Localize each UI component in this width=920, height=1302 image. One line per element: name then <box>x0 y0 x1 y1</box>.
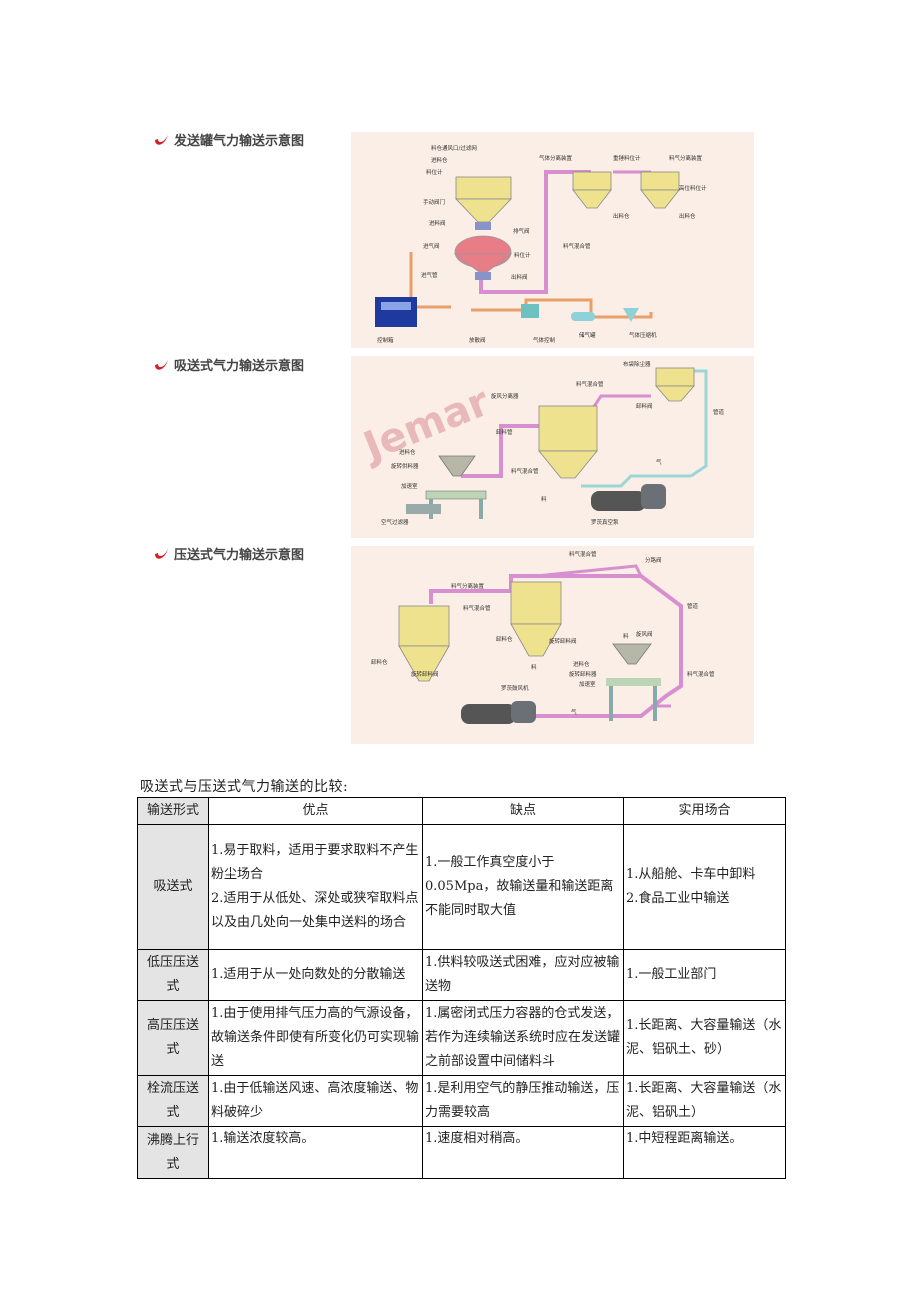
diagram-label: 料气分离装置 <box>451 582 485 590</box>
diagram-label: 料位计 <box>426 168 443 176</box>
comparison-table: 输送形式 优点 缺点 实用场合 吸送式 1.易于取料，适用于要求取料不产生粉尘场… <box>137 797 786 1179</box>
diagram-label: 出料仓 <box>679 212 696 220</box>
table-row: 沸腾上行式 1.输送浓度较高。 1.速度相对稍高。 1.中短程距离输送。 <box>137 1126 786 1179</box>
diagram-label: 气体分离装置 <box>539 154 573 162</box>
diagram-label: 气 <box>571 708 577 716</box>
brand-swoosh-icon <box>155 360 168 370</box>
row-cons: 1.属密闭式压力容器的仓式发送，若作为连续输送系统时应在发送罐之前部设置中间储料… <box>422 1000 624 1076</box>
row-use: 1.长距离、大容量输送（水泥、铝矾土、砂） <box>623 1000 786 1076</box>
row-cons: 1.是利用空气的静压推动输送，压力需要较高 <box>422 1075 624 1127</box>
diagram-label: 料 <box>531 663 537 671</box>
diagram-label: 料位计 <box>514 251 531 259</box>
diagram-label: 管道 <box>713 408 725 416</box>
row-cons: 1.速度相对稍高。 <box>422 1126 624 1179</box>
diagram-label: 分路阀 <box>645 556 662 564</box>
diagram-label: 旋转卸料阀 <box>549 637 577 645</box>
row-kind: 低压压送式 <box>137 949 209 1001</box>
row-use: 1.中短程距离输送。 <box>623 1126 786 1179</box>
diagram-label: 加速室 <box>401 482 418 490</box>
diagram-label: 料气混合管 <box>569 550 597 558</box>
diagram-label: 料 <box>623 632 629 640</box>
row-kind: 吸送式 <box>137 824 209 950</box>
diagram-pressure-tank: 料仓通风口/过滤网 进料仓 料位计 手动阀门 进料阀 进气阀 进气管 排气阀 料… <box>351 132 754 348</box>
diagram-label: 高位料位计 <box>679 184 707 192</box>
row-use: 1.一般工业部门 <box>623 949 786 1001</box>
section-title-text: 吸送式气力输送示意图 <box>174 358 305 374</box>
diagram-label: 出料仓 <box>613 212 630 220</box>
diagram-label: 料 <box>541 495 547 503</box>
diagram-label: 气 <box>656 458 662 466</box>
diagram-label: 料气分离装置 <box>669 154 703 162</box>
table-row: 低压压送式 1.适用于从一处向数处的分散输送 1.供料较吸送式困难，应对应被输送… <box>137 949 786 1001</box>
diagram-label: 旋转供料器 <box>391 462 419 470</box>
diagram-label: 进料阀 <box>429 219 446 227</box>
diagram-label: 排气阀 <box>513 227 530 235</box>
diagram-label: 料气混合管 <box>463 604 491 612</box>
row-cons: 1.供料较吸送式困难，应对应被输送物 <box>422 949 624 1001</box>
diagram-label: 进气阀 <box>423 242 440 250</box>
row-pros: 1.适用于从一处向数处的分散输送 <box>208 949 423 1001</box>
diagram-suction: Jemar 布袋除尘器 料气混合管 旋风分离器 卸料阀 管道 卸料管 进料仓 旋… <box>351 356 754 538</box>
header-cons: 缺点 <box>422 797 624 825</box>
diagram-label: 气体压缩机 <box>629 331 657 339</box>
brand-swoosh-icon <box>155 549 168 559</box>
diagram-label: 旋风分离器 <box>491 392 519 400</box>
row-pros: 1.由于低输送风速、高浓度输送、物料破碎少 <box>208 1075 423 1127</box>
section-title-pressure: 压送式气力输送示意图 <box>152 542 304 564</box>
table-caption: 吸送式与压送式气力输送的比较: <box>140 779 349 795</box>
diagram-label: 卸料仓 <box>371 658 388 666</box>
row-kind: 沸腾上行式 <box>137 1126 209 1179</box>
watermark: Jemar <box>355 379 496 472</box>
diagram-label: 气体控制 <box>533 336 556 344</box>
row-cons: 1.一般工作真空度小于 0.05Mpa，故输送量和输送距离不能同时取大值 <box>422 824 624 950</box>
table-header-row: 输送形式 优点 缺点 实用场合 <box>137 797 786 825</box>
diagram-label: 罗茨真空泵 <box>591 518 619 526</box>
row-kind: 高压压送式 <box>137 1000 209 1076</box>
row-pros: 1.输送浓度较高。 <box>208 1126 423 1179</box>
header-pros: 优点 <box>208 797 423 825</box>
diagram-label: 布袋除尘器 <box>623 360 651 368</box>
section-title-text: 压送式气力输送示意图 <box>174 547 305 563</box>
diagram-label: 空气过滤器 <box>381 518 409 526</box>
diagram-label: 加速室 <box>579 680 596 688</box>
diagram-label: 放散阀 <box>469 336 486 344</box>
diagram-label: 进料仓 <box>399 448 416 456</box>
diagram-label: 出料阀 <box>511 273 528 281</box>
diagram-label: 进气管 <box>421 271 438 279</box>
diagram-label: 料仓通风口/过滤网 <box>431 144 477 152</box>
row-use: 1.长距离、大容量输送（水泥、铝矾土） <box>623 1075 786 1127</box>
diagram-label: 料气混合管 <box>563 242 591 250</box>
diagram-label: 卸料管 <box>496 428 513 436</box>
diagram-label: 料气混合管 <box>511 467 539 475</box>
header-kind: 输送形式 <box>137 797 209 825</box>
diagram-label: 控制箱 <box>377 336 394 344</box>
diagram-label: 罗茨鼓风机 <box>501 684 529 692</box>
diagram-label: 旋风阀 <box>636 630 653 638</box>
diagram-label: 进料仓 <box>431 156 448 164</box>
diagram-label: 手动阀门 <box>423 198 445 206</box>
row-pros: 1.由于使用排气压力高的气源设备，故输送条件即使有所变化仍可实现输送 <box>208 1000 423 1076</box>
section-title-suction: 吸送式气力输送示意图 <box>152 353 304 375</box>
table-row: 栓流压送式 1.由于低输送风速、高浓度输送、物料破碎少 1.是利用空气的静压推动… <box>137 1075 786 1127</box>
diagram-label: 旋转卸料阀 <box>411 670 439 678</box>
diagram-label: 料气混合管 <box>576 380 604 388</box>
diagram-label: 料气混合管 <box>687 670 715 678</box>
section-title-text: 发送罐气力输送示意图 <box>174 133 305 149</box>
diagram-label: 储气罐 <box>579 331 596 339</box>
table-row: 高压压送式 1.由于使用排气压力高的气源设备，故输送条件即使有所变化仍可实现输送… <box>137 1000 786 1076</box>
diagram-label: 进料仓 <box>573 660 590 668</box>
diagram-label: 卸料阀 <box>636 402 653 410</box>
diagram-pressure: 料气混合管 分路阀 料气分离装置 料气混合管 管道 卸料仓 卸料仓 旋转卸料阀 … <box>351 546 754 744</box>
diagram-label: 旋转卸料器 <box>569 670 597 678</box>
section-title-pressure-tank: 发送罐气力输送示意图 <box>152 128 304 150</box>
diagram-label: 卸料仓 <box>496 635 513 643</box>
row-kind: 栓流压送式 <box>137 1075 209 1127</box>
brand-swoosh-icon <box>155 135 168 145</box>
header-use: 实用场合 <box>623 797 786 825</box>
diagram-label: 管道 <box>687 602 699 610</box>
diagram-label: 重锤料位计 <box>613 154 641 162</box>
